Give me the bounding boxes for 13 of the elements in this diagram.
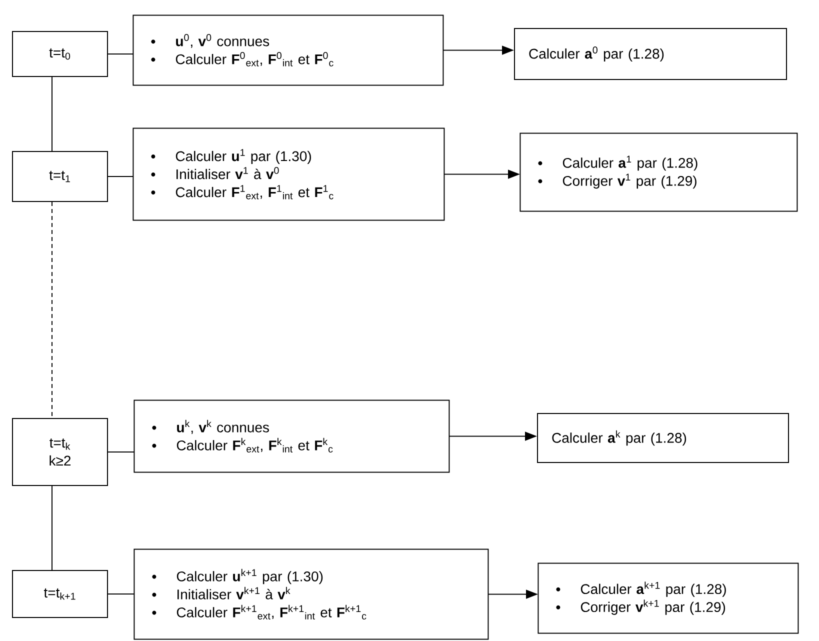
- step-box: Calculer u$^{k+1}$ par (1.30) Initialiser v$^{k+1}$ à v$^{k}$ Calculer F$^{k+1}$$_{ext}$, F$^{k+1}$$_{int}$ et F$^{k+1}$c: [134, 548, 489, 640]
- step-box: u$^{k}$, v$^{k}$ connues Calculer F$^{k}$$_{ext}$, F$^{k}$$_{int}$ et F$^{k}$c: [134, 400, 450, 473]
- result-box: Calculer a$^{k}$ par (1.28): [537, 413, 789, 463]
- time-box: t=t$_{k}$ k≥2: [12, 418, 108, 486]
- step-box: Calculer a$^{1}$ par (1.28) Corriger v$^{1}$ par (1.29): [520, 132, 798, 212]
- connector-line: [108, 176, 134, 177]
- step-box: Calculer u$^{1}$ par (1.30) Initialiser v$^{1}$ à v$^{0}$ Calculer F$^{1}$$_{ext}$, F$^{1}$$_{int}$ et F$^{1}$c: [132, 128, 445, 221]
- time-box: t=t$_{0}$: [12, 31, 108, 77]
- time-box: t=t$_{1}$: [12, 151, 108, 202]
- step-box: u$^{0}$, v$^{0}$ connues Calculer F$^{0}$$_{ext}$, F$^{0}$$_{int}$ et F$^{0}$c: [132, 14, 444, 86]
- time-box: t=t$_{k+1}$: [12, 570, 108, 618]
- step-box: Calculer a$^{k+1}$ par (1.28) Corriger v$^{k+1}$ par (1.29): [538, 562, 799, 634]
- result-box: Calculer a$^{0}$ par (1.28): [514, 28, 787, 80]
